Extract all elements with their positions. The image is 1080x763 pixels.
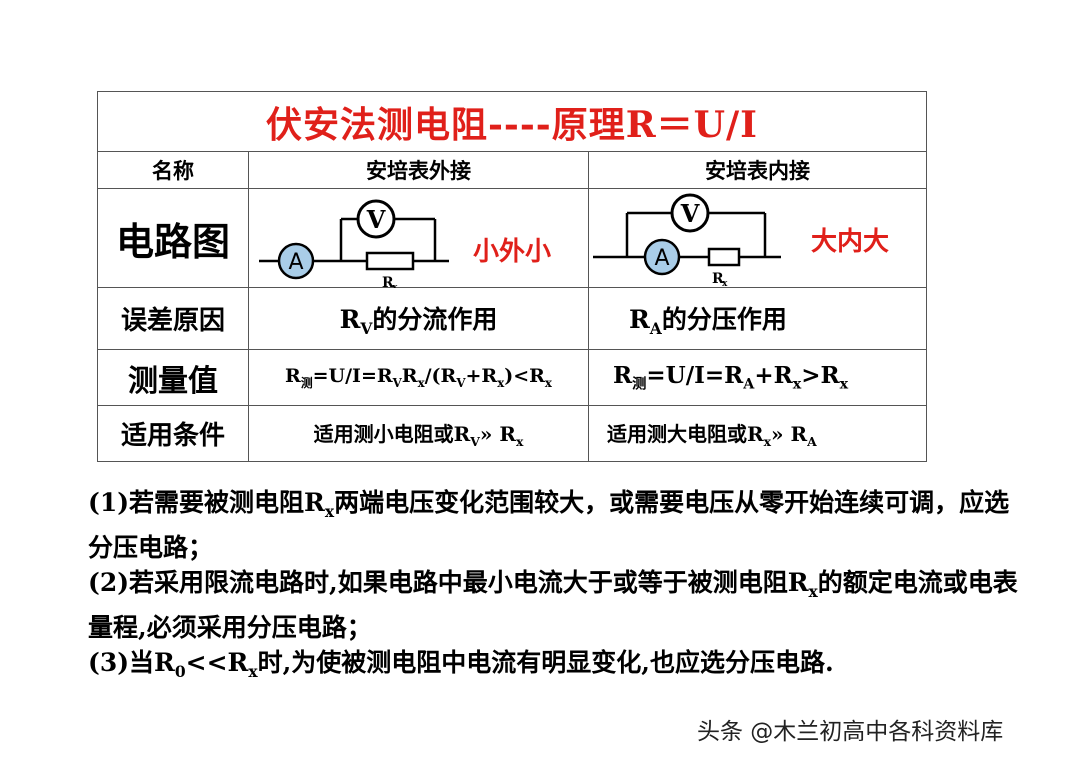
header-name: 名称 — [97, 151, 249, 189]
voltmeter-symbol: V — [680, 199, 700, 228]
note-3: (3)当R0<<Rx时,为使被测电阻中电流有明显变化,也应选分压电路. — [88, 648, 834, 681]
condition-external: 适用测小电阻或RV» Rx — [248, 405, 589, 462]
condition-internal: 适用测大电阻或Rx» RA — [588, 405, 927, 462]
ammeter-symbol: A — [654, 246, 669, 271]
ammeter-icon — [277, 242, 315, 280]
watermark: 头条 @木兰初高中各科资料库 — [697, 719, 1004, 745]
row-label-circuit: 电路图 — [97, 188, 249, 288]
external-mnemonic: 小外小 — [473, 237, 552, 267]
ammeter-icon — [643, 238, 681, 276]
internal-circuit-diagram: A V R x — [593, 193, 781, 288]
note-2: (2)若采用限流电路时,如果电路中最小电流大于或等于被测电阻Rx的额定电流或电表… — [88, 568, 1018, 642]
note-1: (1)若需要被测电阻Rx两端电压变化范围较大，或需要电压从零开始连续可调，应选分… — [88, 488, 1010, 562]
table-title: 伏安法测电阻----原理R＝U/I — [97, 91, 927, 152]
resistor-label: R — [382, 275, 394, 288]
external-circuit-diagram: A V R x — [259, 199, 449, 288]
voltmeter-icon — [670, 193, 710, 233]
circuit-internal-cell: A V R x 大内大 — [588, 188, 927, 288]
header-external: 安培表外接 — [248, 151, 589, 189]
voltmeter-icon — [356, 199, 396, 239]
ammeter-symbol: A — [288, 250, 303, 275]
resistor-sub: x — [722, 279, 728, 288]
comparison-table: 伏安法测电阻----原理R＝U/I 名称 安培表外接 安培表内接 电路图 — [97, 91, 927, 462]
row-label-error: 误差原因 — [97, 287, 249, 350]
internal-mnemonic: 大内大 — [811, 227, 890, 257]
measured-external-formula: R测=U/I=RVRx/(RV+Rx)<Rx — [248, 349, 589, 406]
header-internal: 安培表内接 — [588, 151, 927, 189]
row-label-condition: 适用条件 — [97, 405, 249, 462]
measured-internal-formula: R测=U/I=RA+Rx>Rx — [588, 349, 927, 406]
notes-block: (1)若需要被测电阻Rx两端电压变化范围较大，或需要电压从零开始连续可调，应选分… — [88, 485, 1018, 690]
error-external: RV的分流作用 — [248, 287, 589, 350]
resistor-sub: x — [392, 283, 398, 288]
resistor-label: R — [712, 271, 724, 287]
row-label-measured: 测量值 — [97, 349, 249, 406]
voltmeter-symbol: V — [366, 205, 386, 234]
error-internal: RA的分压作用 — [588, 287, 927, 350]
circuit-external-cell: A V R x 小外小 — [248, 188, 589, 288]
